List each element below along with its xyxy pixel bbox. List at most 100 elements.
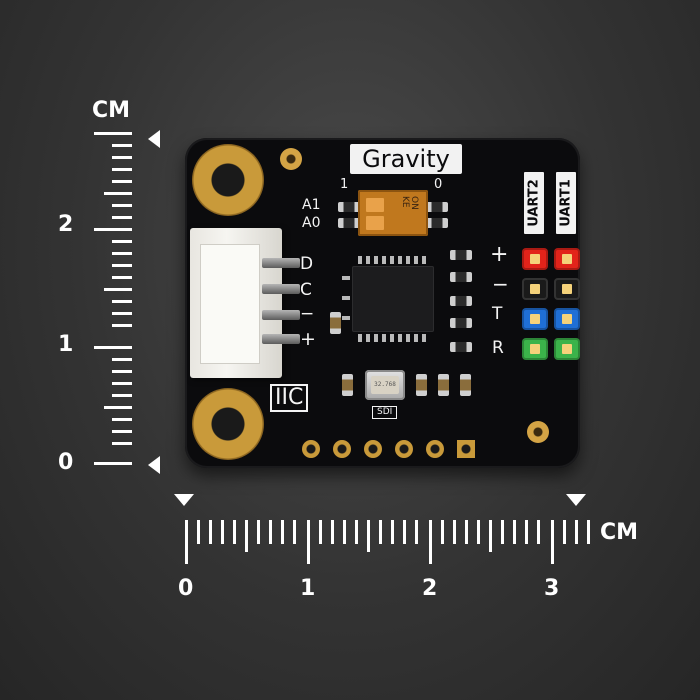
horizontal-ruler-tick <box>563 520 566 544</box>
dip-switch[interactable]: ON KE <box>358 190 428 236</box>
header-pin-blue-uart2[interactable] <box>522 308 548 330</box>
horizontal-ruler-tick <box>489 520 492 552</box>
vertical-ruler-tick <box>112 144 132 147</box>
vertical-ruler-tick <box>112 240 132 243</box>
smd-resistor <box>450 342 472 352</box>
uart2-label-box: UART2 <box>524 172 544 234</box>
header-pin-red-uart2[interactable] <box>522 248 548 270</box>
horizontal-ruler-tick <box>233 520 236 544</box>
horizontal-ruler-tick <box>209 520 212 544</box>
header-pin-contact <box>530 314 540 324</box>
header-pin-blue-uart1[interactable] <box>554 308 580 330</box>
horizontal-ruler-tick <box>429 520 432 564</box>
through-hole-pad <box>364 440 382 458</box>
ic-pin <box>414 334 418 342</box>
uart-pin-label-minus: − <box>492 272 509 296</box>
dip-row-label-a0: A0 <box>302 215 321 231</box>
header-pin-contact <box>530 284 540 294</box>
via-bottom-right <box>527 421 549 443</box>
vertical-ruler-top-marker-icon <box>148 130 160 148</box>
horizontal-ruler-tick <box>185 520 188 564</box>
vertical-ruler-tick <box>94 462 132 465</box>
header-pin-contact <box>562 344 572 354</box>
vertical-ruler-tick <box>112 216 132 219</box>
header-pin-black-uart1[interactable] <box>554 278 580 300</box>
vertical-ruler-label-1: 1 <box>58 332 74 357</box>
smd-resistor <box>450 318 472 328</box>
vertical-ruler-tick <box>112 382 132 385</box>
smd-capacitor <box>416 374 427 396</box>
dip-switch-marking: ON KE <box>400 196 419 210</box>
smd-capacitor <box>438 374 449 396</box>
smd-capacitor <box>342 374 353 396</box>
vertical-ruler-tick <box>112 276 132 279</box>
main-ic-chip <box>352 266 434 332</box>
horizontal-ruler-tick <box>221 520 224 544</box>
through-hole-pad <box>302 440 320 458</box>
horizontal-ruler-label-3: 3 <box>544 576 560 601</box>
horizontal-ruler-tick <box>415 520 418 544</box>
horizontal-ruler-label-1: 1 <box>300 576 316 601</box>
vertical-ruler-label-0: 0 <box>58 450 74 475</box>
horizontal-ruler-tick <box>343 520 346 544</box>
vertical-ruler-tick <box>112 300 132 303</box>
vertical-ruler-tick <box>112 442 132 445</box>
ic-pin <box>382 334 386 342</box>
connector-pin-label-plus: + <box>300 328 316 350</box>
through-hole-pad <box>333 440 351 458</box>
through-hole-pad <box>426 440 444 458</box>
horizontal-ruler-tick <box>257 520 260 544</box>
vertical-ruler-tick <box>112 324 132 327</box>
header-pin-contact <box>530 254 540 264</box>
smd-capacitor <box>330 312 341 334</box>
vertical-ruler-tick <box>94 228 132 231</box>
horizontal-ruler-tick <box>269 520 272 544</box>
ic-pin <box>398 256 402 264</box>
vertical-ruler-tick <box>112 180 132 183</box>
vertical-ruler-label-2: 2 <box>58 212 74 237</box>
ic-pin <box>422 334 426 342</box>
uart-pin-label-r: R <box>492 338 504 358</box>
horizontal-ruler-tick <box>307 520 310 564</box>
header-pin-green-uart1[interactable] <box>554 338 580 360</box>
horizontal-ruler-tick <box>319 520 322 544</box>
ic-pin <box>406 256 410 264</box>
via-top <box>280 148 302 170</box>
dip-smd-left-2 <box>338 218 360 228</box>
smd-resistor <box>450 250 472 260</box>
ic-pin <box>342 296 350 300</box>
header-pin-red-uart1[interactable] <box>554 248 580 270</box>
header-pin-contact <box>562 284 572 294</box>
dip-col-label-0: 0 <box>434 177 443 192</box>
connector-housing <box>200 244 260 364</box>
ic-pin <box>366 256 370 264</box>
horizontal-ruler-tick <box>367 520 370 552</box>
dip-switch-lever-1[interactable] <box>366 198 384 212</box>
through-hole-pad-square <box>457 440 475 458</box>
horizontal-ruler-unit-label: CM <box>600 520 639 545</box>
uart-pin-label-t: T <box>492 304 503 324</box>
dip-smd-right-1 <box>426 202 448 212</box>
vertical-ruler-tick <box>112 264 132 267</box>
smd-capacitor <box>460 374 471 396</box>
ic-pin <box>390 256 394 264</box>
horizontal-ruler-tick <box>477 520 480 544</box>
vertical-ruler-tick <box>112 370 132 373</box>
header-pin-green-uart2[interactable] <box>522 338 548 360</box>
dip-switch-lever-2[interactable] <box>366 216 384 230</box>
connector-pin <box>262 284 300 294</box>
horizontal-ruler-tick <box>453 520 456 544</box>
ic-pin <box>374 256 378 264</box>
dip-smd-left-1 <box>338 202 360 212</box>
header-pin-contact <box>530 344 540 354</box>
connector-pin-label-c: C <box>300 280 312 300</box>
vertical-ruler-unit-label: CM <box>92 98 131 123</box>
horizontal-ruler-tick <box>281 520 284 544</box>
connector-pin-label-d: D <box>300 254 314 274</box>
header-pin-black-uart2[interactable] <box>522 278 548 300</box>
connector-pin <box>262 310 300 320</box>
gravity-connector[interactable] <box>190 228 282 378</box>
connector-pin <box>262 334 300 344</box>
vertical-ruler-tick <box>112 394 132 397</box>
uart1-label: UART1 <box>558 179 574 227</box>
